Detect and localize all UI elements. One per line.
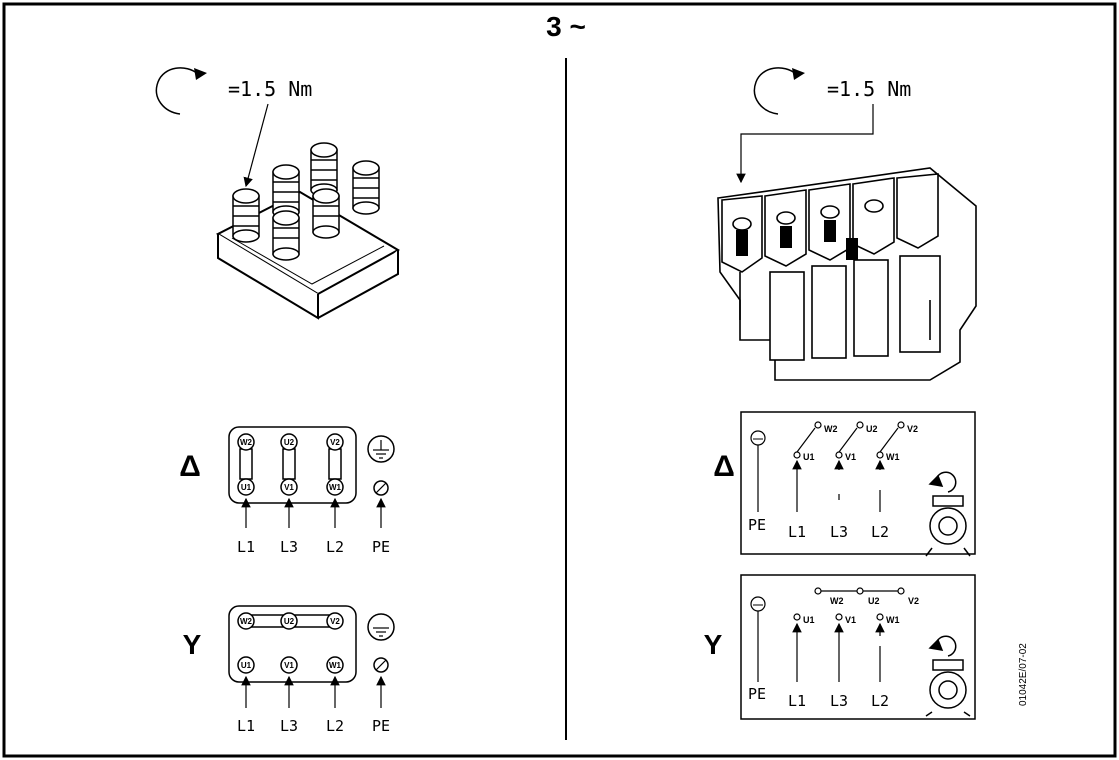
terminal-label: W2 — [240, 617, 253, 626]
terminal-label: V1 — [284, 483, 294, 492]
right-star-connection: Y PE W2 U2 V2 U1 V1 W1 L1 L3 L2 — [704, 574, 976, 720]
terminal-label: V1 — [845, 615, 856, 625]
right-delta-connection: Δ PE W2 U2 V2 U1 V1 W1 L1 L3 L2 — [713, 411, 976, 557]
torque-label: =1.5 Nm — [827, 77, 911, 101]
terminal-label: V1 — [845, 452, 856, 462]
left-delta-connection: Δ W2 U2 V2 U1 V1 W1 L1 L3 L2 — [179, 426, 395, 556]
terminal-label: U1 — [241, 661, 252, 670]
line-label: L3 — [830, 692, 848, 710]
line-label: L1 — [237, 538, 255, 556]
line-label: L2 — [871, 523, 889, 541]
rotation-arrow-icon — [753, 67, 797, 115]
terminal-post — [312, 188, 340, 239]
terminal-label: U1 — [803, 615, 815, 625]
line-label: PE — [372, 717, 390, 735]
delta-symbol: Δ — [713, 450, 735, 483]
line-label: L1 — [788, 692, 806, 710]
line-label: L1 — [788, 523, 806, 541]
ground-icon — [750, 430, 766, 446]
page-title: 3 ~ — [546, 11, 586, 42]
terminal-label: W1 — [886, 452, 900, 462]
left-star-connection: Y W2 U2 V2 U1 V1 W1 L1 L3 L2 PE — [183, 605, 395, 735]
torque-label: =1.5 Nm — [228, 77, 312, 101]
terminal-label: U2 — [868, 596, 880, 606]
right-torque: =1.5 Nm — [736, 67, 911, 184]
line-label: L2 — [326, 538, 344, 556]
pump-rotation-icon — [925, 635, 971, 717]
pe-label: PE — [748, 685, 766, 703]
terminal-label: V2 — [907, 424, 918, 434]
terminal-label: V2 — [330, 438, 340, 447]
terminal-post — [310, 142, 338, 197]
terminal-label: V2 — [330, 617, 340, 626]
terminal-label: U2 — [866, 424, 878, 434]
line-label: L1 — [237, 717, 255, 735]
terminal-label: W1 — [329, 661, 342, 670]
clamp-terminal-illustration — [717, 167, 977, 381]
terminal-label: V1 — [284, 661, 294, 670]
terminal-block-illustration — [215, 142, 401, 320]
ground-icon — [367, 613, 395, 641]
terminal-label: W1 — [329, 483, 342, 492]
terminal-label: W2 — [830, 596, 844, 606]
line-label: L3 — [280, 538, 298, 556]
terminal-post — [272, 164, 300, 219]
terminal-post — [272, 210, 300, 261]
terminal-post — [352, 160, 380, 215]
pe-label: PE — [748, 516, 766, 534]
terminal-panel — [740, 411, 976, 555]
line-label: L3 — [280, 717, 298, 735]
terminal-label: U2 — [284, 438, 295, 447]
star-symbol: Y — [183, 629, 202, 660]
terminal-label: U1 — [803, 452, 815, 462]
line-label: PE — [372, 538, 390, 556]
reference-code: 01042E/07-02 — [1018, 643, 1029, 706]
terminal-panel — [740, 574, 976, 720]
line-label: L2 — [326, 717, 344, 735]
terminal-label: W2 — [240, 438, 253, 447]
terminal-label: V2 — [908, 596, 919, 606]
terminal-label: U2 — [284, 617, 295, 626]
terminal-label: W1 — [886, 615, 900, 625]
terminal-label: U1 — [241, 483, 252, 492]
ground-icon — [750, 596, 766, 612]
delta-symbol: Δ — [179, 450, 201, 483]
line-label: L2 — [871, 692, 889, 710]
line-label: L3 — [830, 523, 848, 541]
star-symbol: Y — [704, 629, 723, 660]
terminal-post — [232, 188, 260, 243]
pump-rotation-icon — [925, 471, 971, 557]
rotation-arrow-icon — [155, 67, 199, 115]
terminal-label: W2 — [824, 424, 838, 434]
left-torque: =1.5 Nm — [155, 67, 312, 188]
